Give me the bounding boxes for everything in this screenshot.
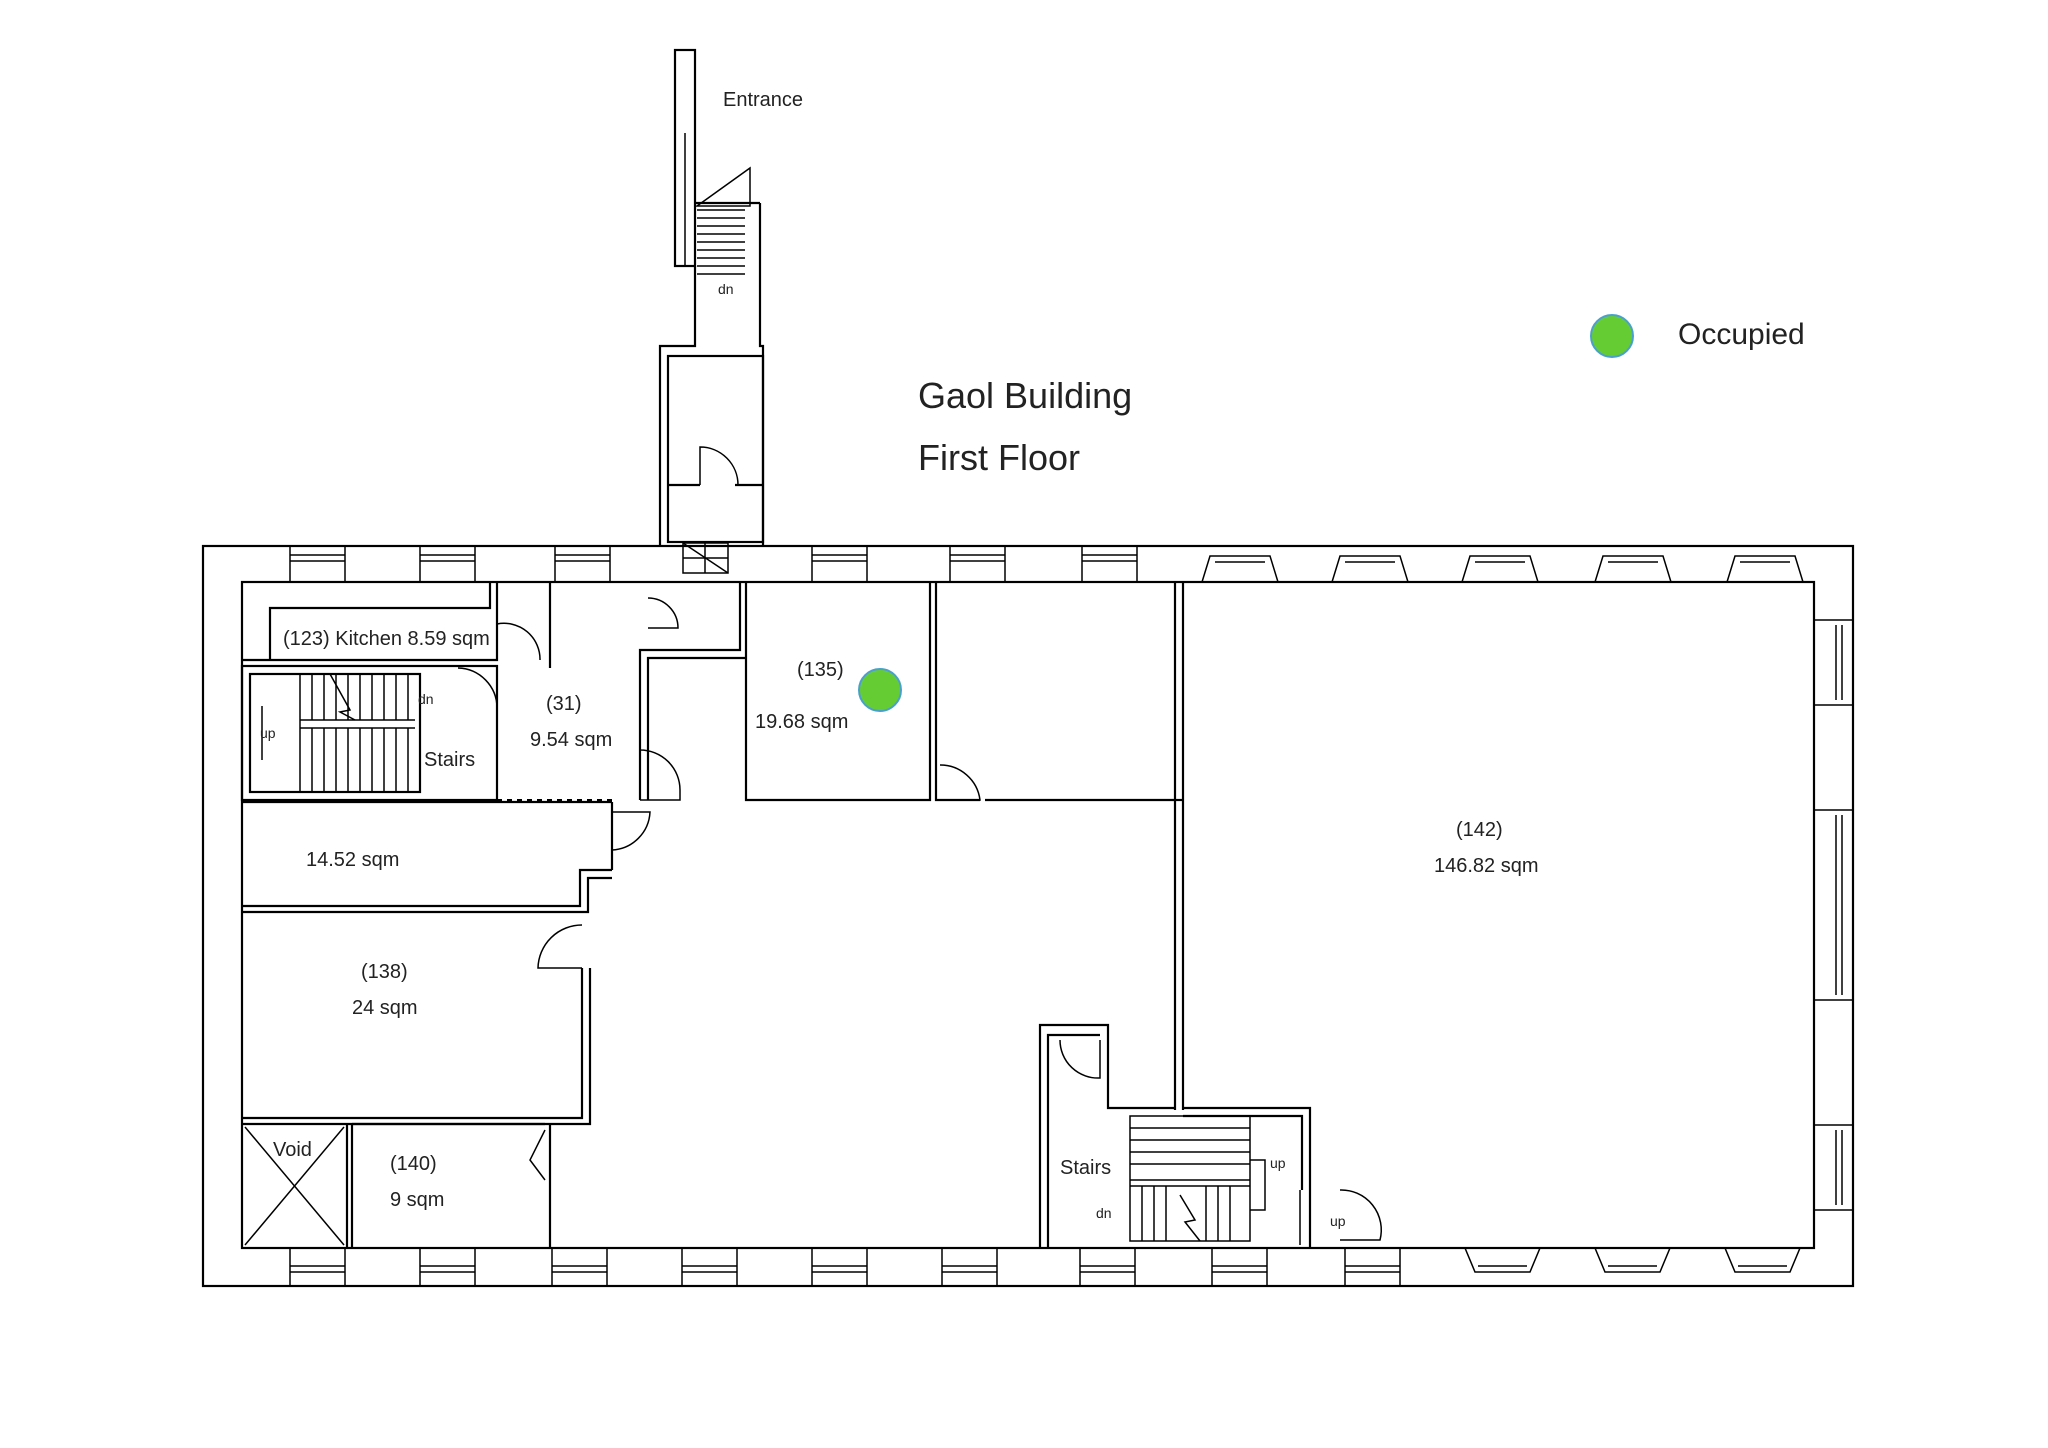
inner-wall (240, 580, 1816, 1250)
outer-wall (201, 544, 1855, 1288)
room-142-number: (142) (1456, 819, 1503, 841)
room-1452-area: 14.52 sqm (306, 849, 399, 871)
stairs-right-up: up (1270, 1155, 1286, 1171)
stairs-left-dn: dn (418, 691, 434, 707)
small-stair-up: up (1330, 1213, 1346, 1229)
page-title-line1: Gaol Building (918, 375, 1132, 416)
page-title-line2: First Floor (918, 437, 1080, 478)
labels: Entrance dn Gaol Building First Floor Oc… (260, 89, 1805, 1229)
room-140-number: (140) (390, 1153, 437, 1175)
room-135-occupied-dot-icon (858, 668, 902, 712)
interior-walls (240, 582, 1312, 1248)
occupied-dot-icon (1590, 314, 1634, 358)
legend-label: Occupied (1678, 318, 1805, 351)
void-label: Void (273, 1139, 312, 1161)
stairs-right-dn: dn (1096, 1205, 1112, 1221)
stairs-left-steps (261, 673, 415, 792)
room-135-area: 19.68 sqm (755, 711, 848, 733)
stairs-right-steps (1129, 1115, 1301, 1245)
stairs-left-label: Stairs (424, 749, 475, 771)
kitchen-label: (123) Kitchen 8.59 sqm (283, 628, 490, 650)
entrance-dn-label: dn (718, 281, 734, 297)
stairs-left-up: up (260, 725, 276, 741)
room-31-number: (31) (546, 693, 582, 715)
room-142-area: 146.82 sqm (1434, 855, 1539, 877)
room-140-area: 9 sqm (390, 1189, 444, 1211)
room-31-area: 9.54 sqm (530, 729, 612, 751)
windows-right (1813, 619, 1854, 1211)
room-135-number: (135) (797, 659, 844, 681)
room-138-number: (138) (361, 961, 408, 983)
void-cross (244, 1126, 345, 1246)
entrance-corridor (658, 48, 765, 574)
room-138-area: 24 sqm (352, 997, 418, 1019)
entrance-label: Entrance (723, 89, 803, 111)
stairs-right-label: Stairs (1060, 1157, 1111, 1179)
windows-top (289, 545, 1805, 583)
doors (457, 597, 1383, 1241)
windows-bottom (289, 1247, 1802, 1287)
